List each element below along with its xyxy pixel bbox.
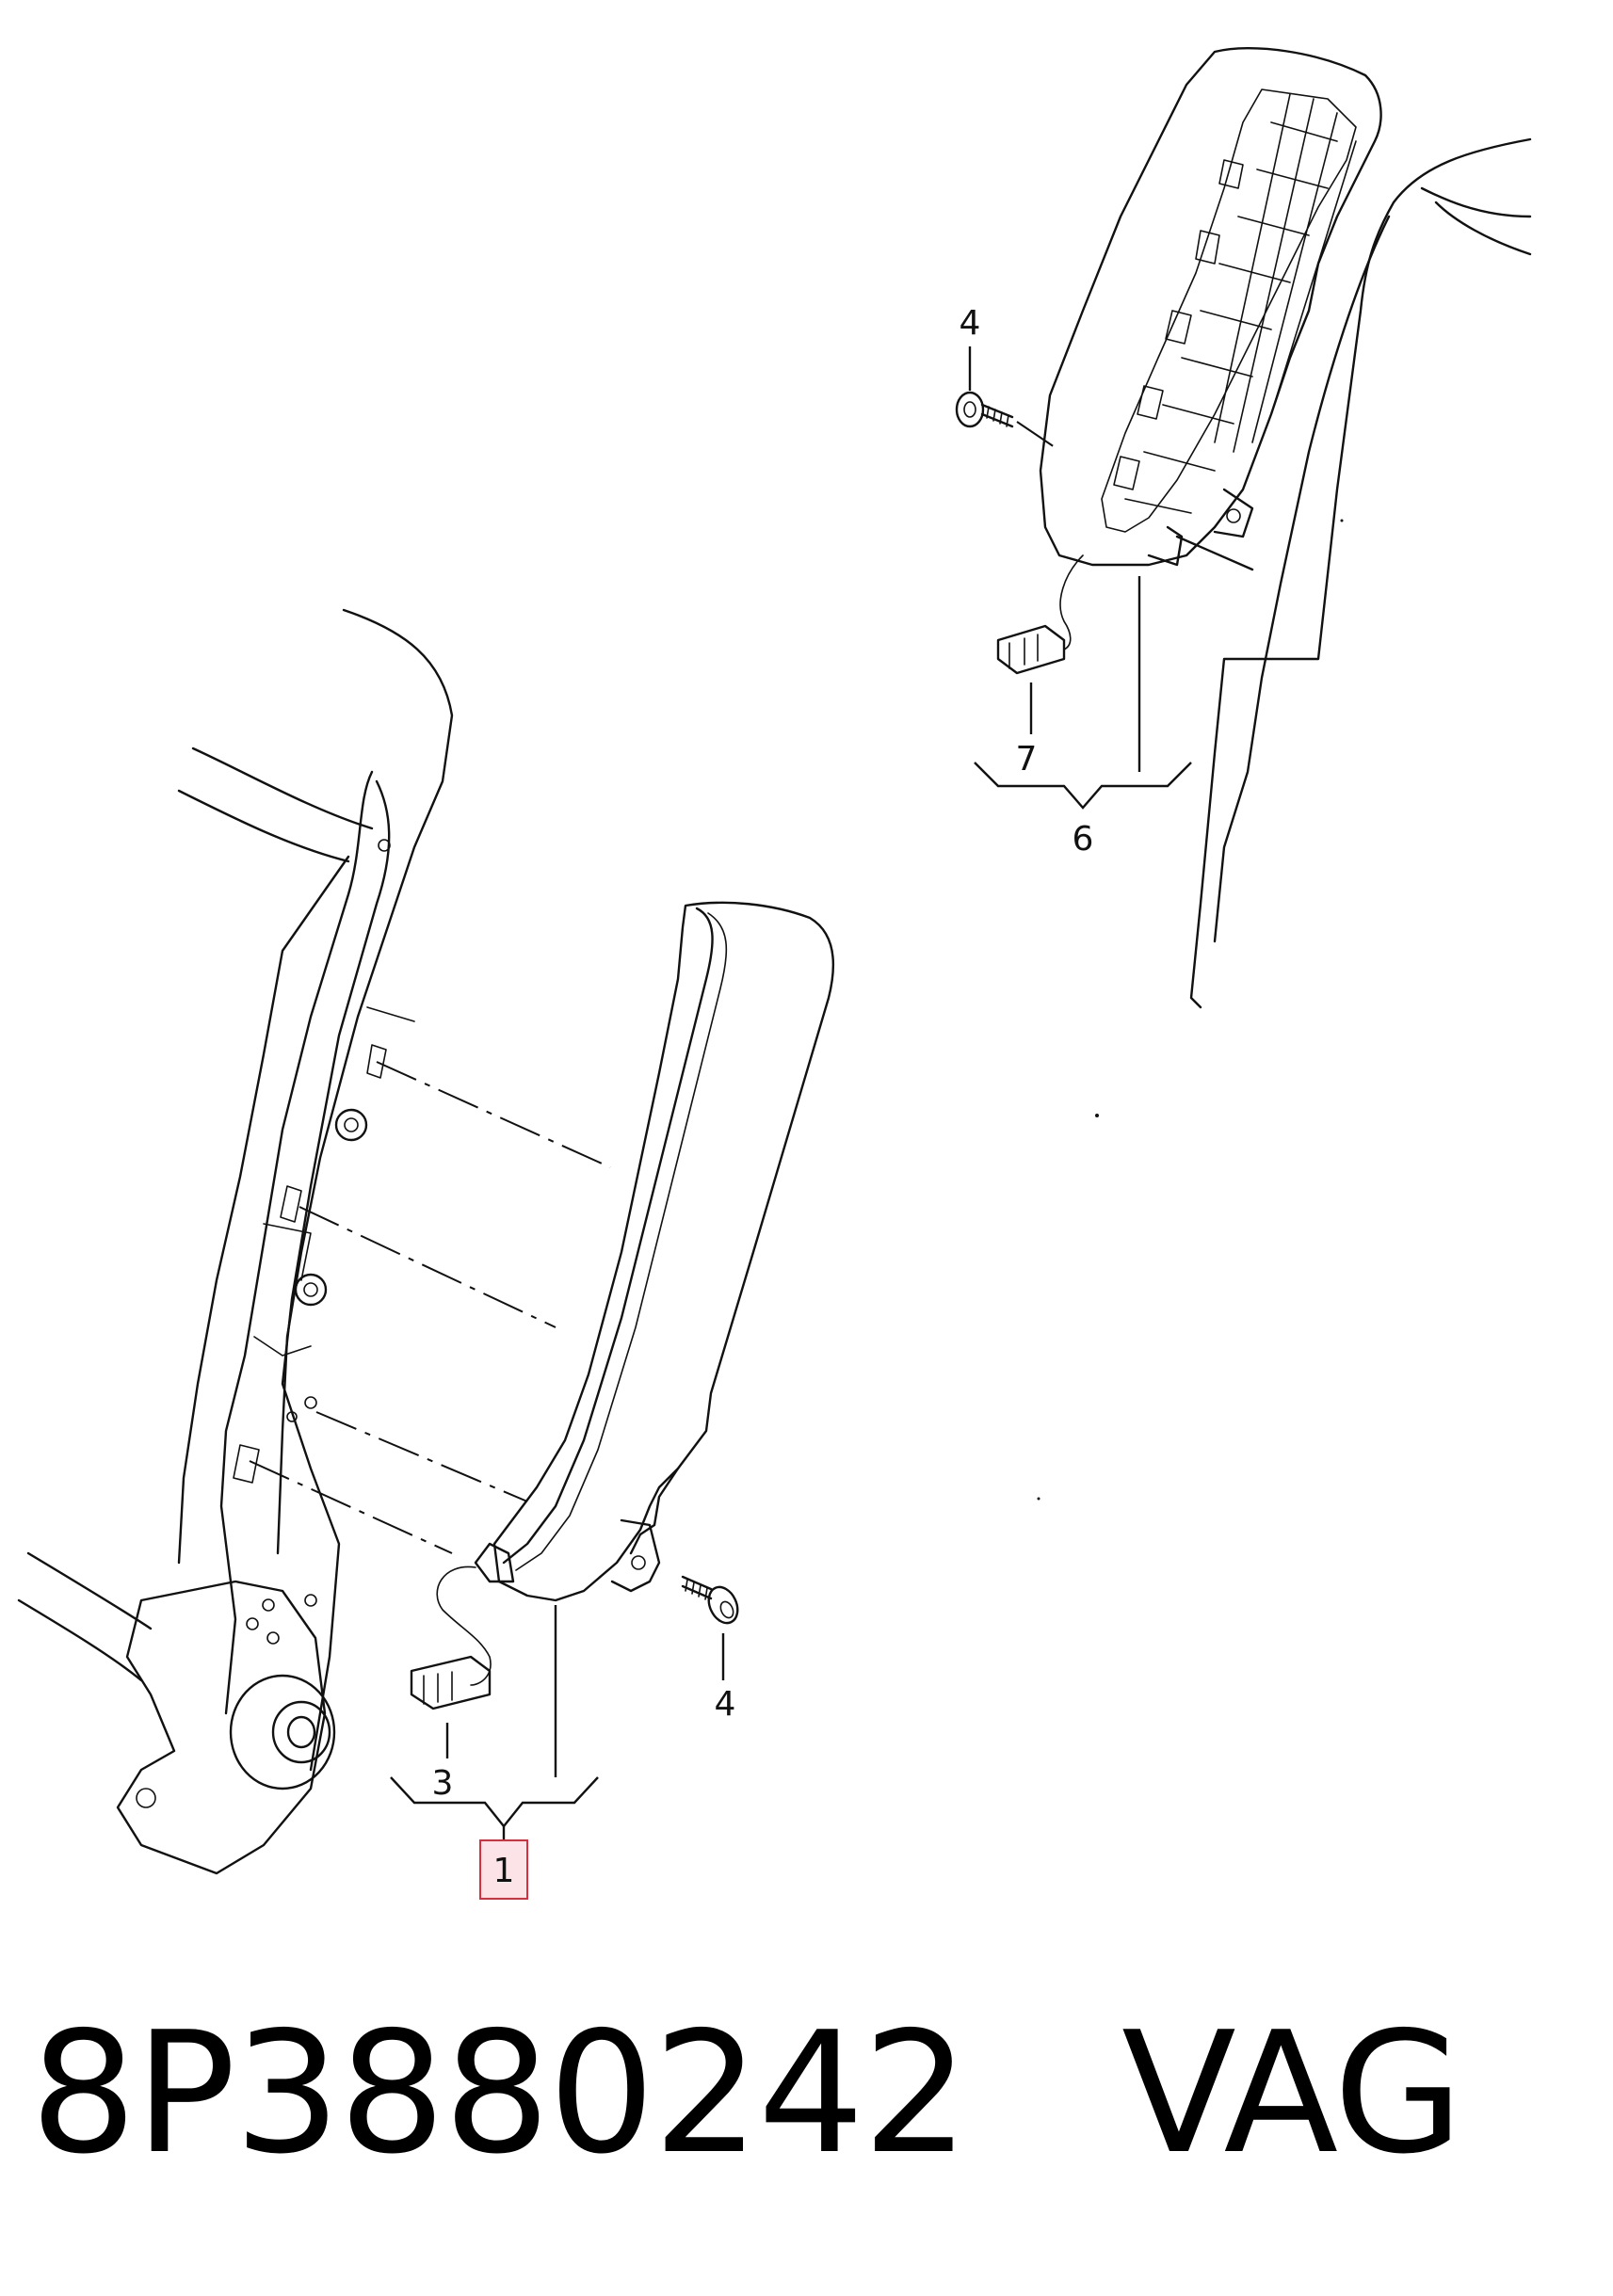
part-caption: 8P3880242 VAG [30,2010,1463,2177]
brand-name: VAG [1121,1996,1463,2191]
callout-3[interactable]: 3 [432,1764,454,1803]
seat-backrest-right [1175,137,1532,1009]
part-number: 8P3880242 [30,1996,969,2191]
screw-right [955,391,1056,448]
callout-1-highlight [479,1839,528,1900]
seat-backrest-frame [17,608,454,1875]
speck [1340,519,1344,522]
callout-1[interactable]: 1 [493,1852,515,1890]
leader-lines-left [390,1605,725,1840]
callout-4-left[interactable]: 4 [715,1685,736,1724]
leader-lines-right [968,346,1192,810]
speck [1095,1114,1099,1117]
callout-4-right[interactable]: 4 [960,304,981,343]
screw-left [681,1575,739,1625]
alignment-dashes-left [249,1061,611,1554]
callout-6[interactable]: 6 [1073,820,1094,859]
callout-7[interactable]: 7 [1016,740,1038,779]
side-airbag-module [410,901,834,1710]
side-airbag-module-right [996,47,1382,675]
speck [1037,1497,1040,1501]
